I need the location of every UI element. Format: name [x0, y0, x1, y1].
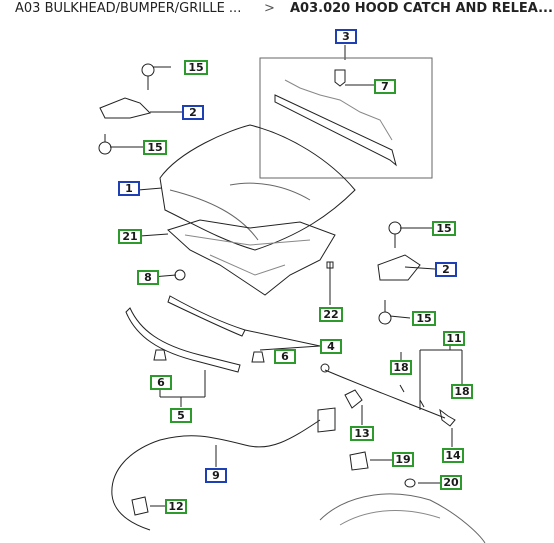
callout-15[interactable]: 15 [143, 140, 167, 155]
callout-13[interactable]: 13 [350, 426, 374, 441]
callout-4[interactable]: 4 [320, 339, 342, 354]
callout-18[interactable]: 18 [451, 384, 473, 399]
callout-1[interactable]: 1 [118, 181, 140, 196]
parts-illustration [98, 45, 486, 543]
callout-19[interactable]: 19 [392, 452, 414, 467]
callout-15[interactable]: 15 [184, 60, 208, 75]
callout-2[interactable]: 2 [435, 262, 457, 277]
callout-15[interactable]: 15 [432, 221, 456, 236]
callout-11[interactable]: 11 [443, 331, 465, 346]
callout-3[interactable]: 3 [335, 29, 357, 44]
callout-18[interactable]: 18 [390, 360, 412, 375]
breadcrumb: A03 BULKHEAD/BUMPER/GRILLE ... > A03.020… [0, 0, 554, 20]
callout-2[interactable]: 2 [182, 105, 204, 120]
callout-22[interactable]: 22 [319, 307, 343, 322]
breadcrumb-parent-link[interactable]: A03 BULKHEAD/BUMPER/GRILLE ... [15, 1, 242, 16]
callout-21[interactable]: 21 [118, 229, 142, 244]
callout-8[interactable]: 8 [137, 270, 159, 285]
callout-6[interactable]: 6 [150, 375, 172, 390]
chevron-right-icon: > [264, 1, 275, 16]
callout-12[interactable]: 12 [165, 499, 187, 514]
callout-6[interactable]: 6 [274, 349, 296, 364]
callout-14[interactable]: 14 [442, 448, 464, 463]
callout-5[interactable]: 5 [170, 408, 192, 423]
callout-20[interactable]: 20 [440, 475, 462, 490]
breadcrumb-current: A03.020 HOOD CATCH AND RELEA... [290, 1, 553, 16]
callout-15[interactable]: 15 [412, 311, 436, 326]
callout-7[interactable]: 7 [374, 79, 396, 94]
parts-diagram: 3 15 7 2 15 1 15 21 2 8 22 15 11 4 6 18 … [0, 22, 554, 543]
callout-9[interactable]: 9 [205, 468, 227, 483]
